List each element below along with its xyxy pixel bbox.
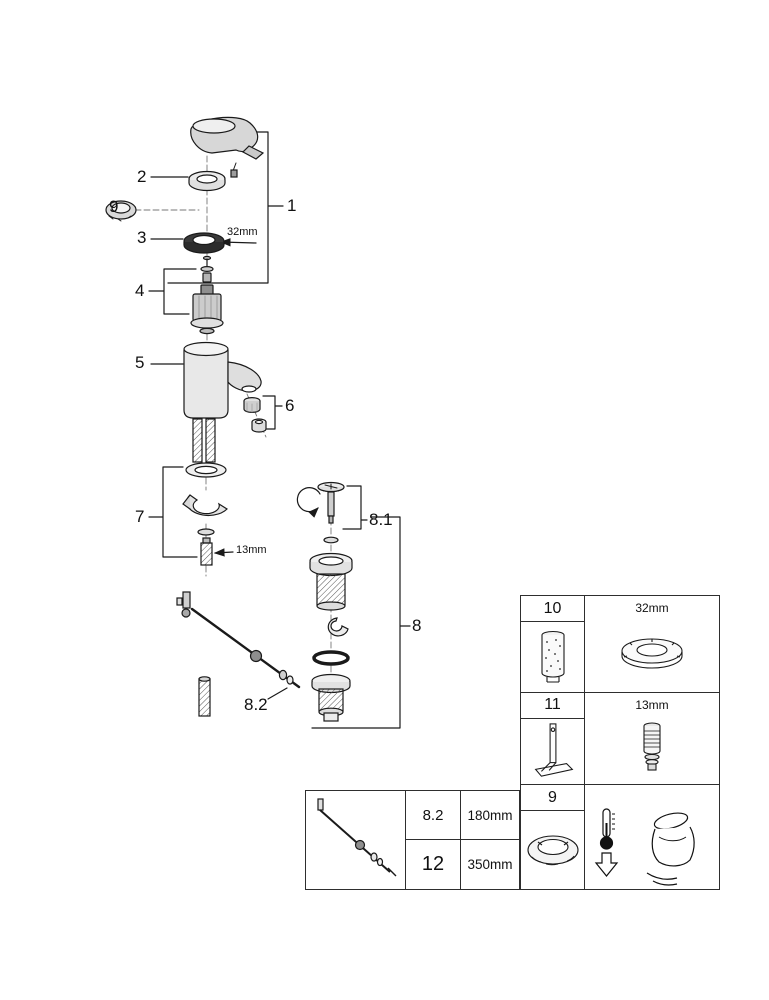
pop-up-rod	[190, 607, 301, 689]
table-row: 11 13mm	[521, 691, 719, 784]
part-number: 10	[521, 596, 584, 622]
detail-cell: 13mm	[585, 693, 719, 784]
callout-5: 5	[135, 353, 145, 372]
rod-variant-length: 180mm	[461, 791, 519, 840]
mounting-hardware	[182, 462, 228, 566]
pop-up-rod-icon	[306, 791, 406, 889]
aerator-parts	[243, 397, 267, 433]
rod-variant-number: 12	[406, 840, 461, 889]
faucet-body	[183, 341, 262, 463]
escutcheon-ring	[183, 232, 225, 254]
drain-assembly	[296, 481, 353, 722]
callout-4: 4	[135, 281, 145, 300]
callout-8: 8	[412, 616, 422, 635]
callout-8-1: 8.1	[369, 510, 393, 529]
escutcheon-ring-icon	[612, 616, 692, 692]
handle-cap-ring	[188, 170, 226, 192]
swivel-cap-part	[105, 200, 137, 222]
table-row: 9	[521, 784, 719, 889]
callout-1: 1	[287, 196, 297, 215]
callout-6: 6	[285, 396, 295, 415]
detail-dimension: 32mm	[635, 601, 669, 615]
thermometer-flush-faucet-icon	[589, 805, 715, 889]
rod-length-table: 8.2 180mm 12 350mm	[305, 790, 520, 890]
table-row: 10	[521, 596, 719, 692]
callout-2: 2	[137, 167, 147, 186]
callout-3: 3	[137, 228, 147, 247]
callout-9: 9	[109, 197, 119, 216]
detail-cell: 32mm	[585, 596, 719, 692]
threaded-rod-and-linkage	[176, 591, 211, 717]
rod-variant-length: 350mm	[467, 857, 513, 872]
mounting-pin-tool-icon	[521, 719, 584, 784]
cartridge-icon	[521, 622, 584, 692]
part-number: 9	[521, 785, 584, 811]
part-number: 11	[521, 693, 584, 719]
part-cell: 11	[521, 692, 585, 784]
callout-7: 7	[135, 507, 145, 526]
cartridge-assembly	[190, 255, 224, 335]
detail-cell	[585, 785, 719, 889]
detail-dimension: 13mm	[635, 697, 669, 712]
dimension-13mm: 13mm	[236, 544, 267, 556]
dimension-32mm: 32mm	[227, 226, 258, 238]
callout-lines	[148, 131, 411, 729]
rod-variant-number: 8.2	[406, 791, 461, 840]
part-cell: 9	[521, 785, 585, 889]
callout-8-2: 8.2	[244, 695, 268, 714]
swivel-cap-icon	[521, 811, 584, 889]
length-grid: 8.2 180mm 12 350mm	[406, 791, 519, 889]
extension-stud-icon	[638, 713, 666, 784]
lever-handle	[190, 116, 265, 178]
part-cell: 10	[521, 596, 585, 692]
service-parts-table: 10	[520, 595, 720, 890]
